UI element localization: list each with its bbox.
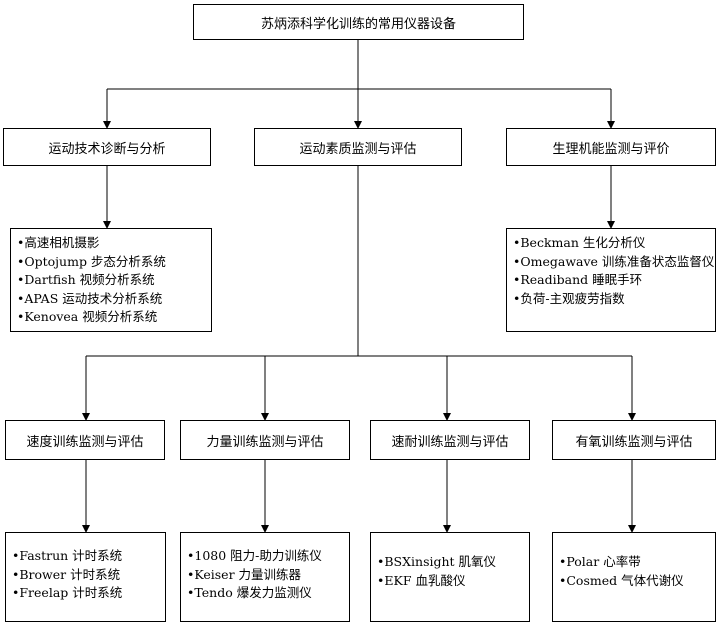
node-label: 运动技术诊断与分析 [48, 141, 166, 157]
node-label: 速耐训练监测与评估 [391, 434, 509, 450]
list-item: •APAS 运动技术分析系统 [17, 290, 163, 306]
list-item: •Readiband 睡眠手环 [513, 272, 643, 287]
node-quality-monitoring: 运动素质监测与评估 [254, 128, 462, 166]
list-item: •Beckman 生化分析仪 [513, 235, 646, 250]
node-speed-endurance-training: 速耐训练监测与评估 [370, 420, 530, 460]
root-title: 苏炳添科学化训练的常用仪器设备 [260, 16, 456, 32]
node-label: 力量训练监测与评估 [206, 434, 324, 450]
node-label: 有氧训练监测与评估 [575, 434, 693, 450]
speed-endurance-training-list: •BSXinsight 肌氧仪 •EKF 血乳酸仪 [370, 532, 530, 622]
node-aerobic-training: 有氧训练监测与评估 [552, 420, 716, 460]
list-item: •Brower 计时系统 [12, 566, 121, 582]
node-label: 速度训练监测与评估 [26, 434, 144, 450]
list-item: •Freelap 计时系统 [12, 585, 123, 600]
list-item: •Keiser 力量训练器 [187, 566, 302, 582]
tech-diagnosis-list: •高速相机摄影 •Optojump 步态分析系统 •Dartfish 视频分析系… [10, 228, 212, 332]
node-strength-training: 力量训练监测与评估 [180, 420, 350, 460]
list-item: •Cosmed 气体代谢仪 [559, 572, 684, 588]
physio-monitoring-list: •Beckman 生化分析仪 •Omegawave 训练准备状态监督仪 •Rea… [506, 228, 716, 332]
list-item: •EKF 血乳酸仪 [377, 572, 466, 588]
list-item: •Omegawave 训练准备状态监督仪 [513, 253, 715, 269]
list-item: •负荷-主观疲劳指数 [513, 290, 625, 306]
list-item: •Fastrun 计时系统 [12, 548, 123, 563]
list-item: •Optojump 步态分析系统 [17, 253, 166, 269]
speed-training-list: •Fastrun 计时系统 •Brower 计时系统 •Freelap 计时系统 [5, 532, 166, 622]
root-node: 苏炳添科学化训练的常用仪器设备 [193, 4, 524, 40]
list-item: •Polar 心率带 [559, 554, 641, 569]
node-label: 运动素质监测与评估 [299, 141, 417, 157]
strength-training-list: •1080 阻力-助力训练仪 •Keiser 力量训练器 •Tendo 爆发力监… [180, 532, 350, 622]
list-item: •BSXinsight 肌氧仪 [377, 554, 497, 569]
list-item: •Dartfish 视频分析系统 [17, 272, 155, 287]
node-tech-diagnosis: 运动技术诊断与分析 [3, 128, 211, 166]
list-item: •Kenovea 视频分析系统 [17, 309, 158, 324]
node-physio-monitoring: 生理机能监测与评价 [506, 128, 716, 166]
list-item: •1080 阻力-助力训练仪 [187, 548, 322, 563]
list-item: •Tendo 爆发力监测仪 [187, 585, 312, 600]
list-item: •高速相机摄影 [17, 235, 100, 250]
aerobic-training-list: •Polar 心率带 •Cosmed 气体代谢仪 [552, 532, 716, 622]
node-speed-training: 速度训练监测与评估 [5, 420, 165, 460]
node-label: 生理机能监测与评价 [552, 141, 670, 157]
